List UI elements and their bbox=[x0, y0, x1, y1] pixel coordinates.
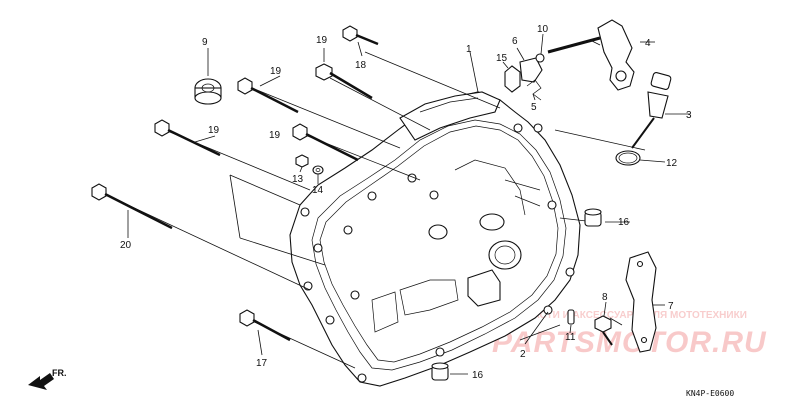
arrow-icon bbox=[28, 373, 54, 390]
bolt-19-d bbox=[154, 119, 221, 157]
callout-3: 3 bbox=[686, 110, 692, 121]
pin-11 bbox=[567, 309, 575, 334]
crankcase-cover bbox=[289, 91, 581, 387]
callout-18: 18 bbox=[355, 60, 367, 71]
callout-16-a: 16 bbox=[618, 217, 630, 228]
guide-plate-7 bbox=[625, 251, 657, 353]
callout-17: 17 bbox=[256, 358, 268, 369]
gasket-2 bbox=[524, 311, 549, 345]
spring-5 bbox=[526, 79, 542, 101]
bolt-8 bbox=[594, 301, 613, 346]
callout-6: 6 bbox=[512, 36, 518, 47]
nut-13 bbox=[295, 154, 309, 173]
callout-14: 14 bbox=[312, 185, 324, 196]
bolt-19-c bbox=[292, 123, 359, 162]
callout-8: 8 bbox=[602, 292, 608, 303]
callout-19-c: 19 bbox=[269, 130, 281, 141]
callout-19-a: 19 bbox=[316, 35, 328, 46]
callout-numbers: 1 2 3 4 5 6 7 8 9 10 11 12 13 14 15 16 1… bbox=[120, 24, 692, 381]
bolt-17 bbox=[239, 309, 291, 356]
spring-15 bbox=[502, 61, 521, 93]
callout-19-b: 19 bbox=[270, 66, 282, 77]
watermark-brand: PARTSMOTOR.RU bbox=[492, 326, 767, 359]
dowel-pin-16-a bbox=[584, 208, 602, 227]
washer-14 bbox=[312, 165, 324, 184]
watermark-tagline: ЗАПЧАСТИ И АКСЕССУАРЫ ДЛЯ МОТОТЕХНИКИ bbox=[505, 310, 747, 321]
dowel-pin-16-b bbox=[431, 362, 449, 381]
diagram-code: KN4P-E0600 bbox=[686, 389, 734, 398]
callout-13: 13 bbox=[292, 174, 304, 185]
bolt-18 bbox=[342, 25, 379, 57]
callout-11: 11 bbox=[565, 332, 576, 343]
callout-2: 2 bbox=[520, 349, 526, 360]
washer-10 bbox=[535, 33, 545, 63]
o-ring-12 bbox=[615, 150, 641, 166]
callout-20: 20 bbox=[120, 240, 132, 251]
front-direction-marker: FR. bbox=[28, 368, 67, 390]
callout-5: 5 bbox=[531, 102, 537, 113]
callout-19-d: 19 bbox=[208, 125, 220, 136]
callout-16-b: 16 bbox=[472, 370, 484, 381]
flange-bolt-holes bbox=[300, 123, 575, 383]
bolt-19-a bbox=[315, 48, 373, 100]
callout-10: 10 bbox=[537, 24, 549, 35]
callout-7: 7 bbox=[668, 301, 674, 312]
callout-1: 1 bbox=[466, 44, 472, 55]
callout-12: 12 bbox=[666, 158, 678, 169]
spindle-4 bbox=[547, 19, 635, 91]
oil-seal-part bbox=[194, 48, 222, 105]
bolt-19-b bbox=[237, 75, 299, 114]
callout-15: 15 bbox=[496, 53, 508, 64]
callout-4: 4 bbox=[645, 38, 651, 49]
arm-6 bbox=[516, 47, 543, 83]
front-label: FR. bbox=[52, 368, 67, 378]
bolt-20 bbox=[91, 183, 173, 238]
callout-9: 9 bbox=[202, 37, 208, 48]
dipstick-3 bbox=[631, 72, 672, 149]
